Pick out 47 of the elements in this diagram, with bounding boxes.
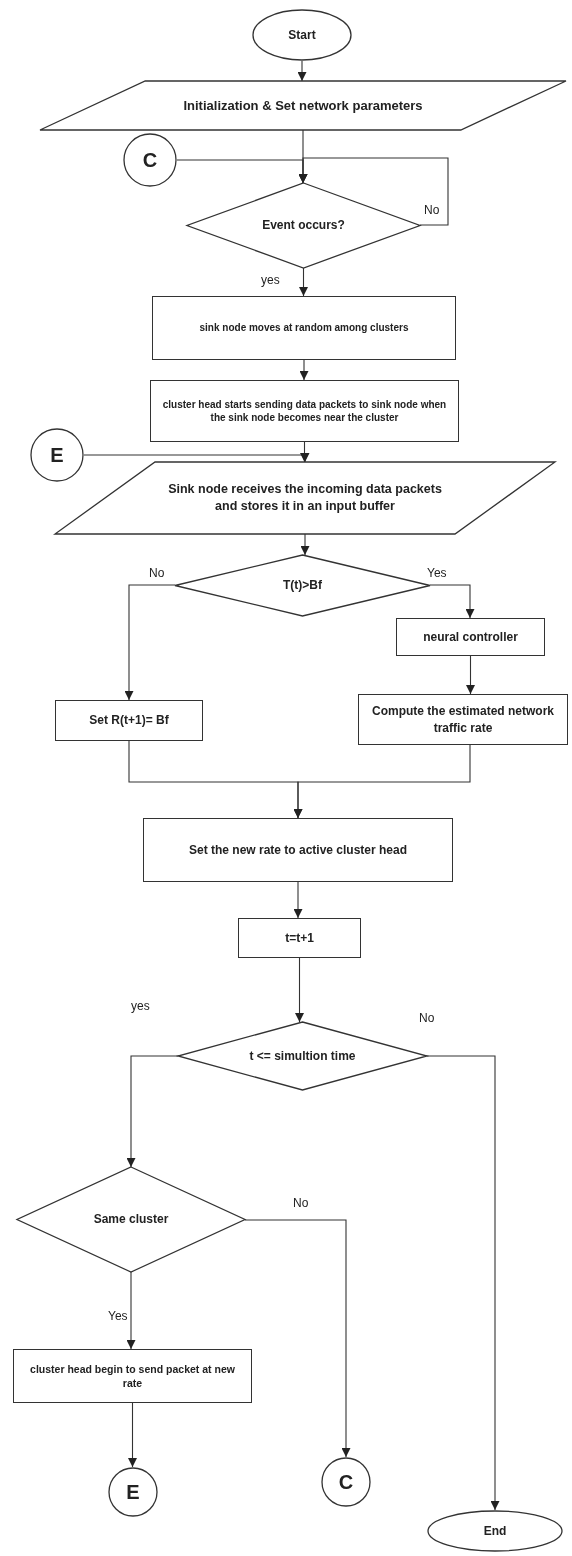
arrow: [124, 584, 176, 701]
arrow: [426, 1055, 500, 1511]
edge-label: yes: [130, 1000, 151, 1014]
arrow: [297, 60, 307, 82]
node-text: C: [142, 147, 158, 173]
node-text: cluster head begin to send packet at new rate: [29, 1361, 236, 1391]
node-text: Initialization & Set network parameters: [183, 96, 423, 115]
process-box: [358, 694, 568, 745]
process-box: [396, 618, 545, 656]
arrow: [299, 359, 309, 381]
node-text: t <= simultion time: [249, 1047, 356, 1065]
arrow: [466, 655, 475, 695]
arrow: [293, 881, 303, 919]
process-box: [55, 700, 203, 741]
edge-label: yes: [260, 274, 281, 288]
arrow: [298, 157, 449, 226]
process-box: [150, 380, 459, 442]
node-text: End: [483, 1522, 507, 1540]
arrow: [295, 957, 304, 1023]
node-text: E: [126, 1479, 140, 1505]
node-text: C: [338, 1469, 354, 1495]
arrow: [126, 1271, 136, 1350]
node-text: cluster head starts sending data packets to sink node when the sink node becomes near the cluster: [161, 397, 448, 425]
arrow: [126, 1055, 179, 1168]
process-box: [13, 1349, 252, 1403]
arrow: [244, 1219, 351, 1458]
process-box: [152, 296, 456, 360]
arrow: [300, 533, 310, 556]
node-text: neural controller: [423, 628, 518, 646]
node-text: Start: [288, 26, 316, 44]
arrow: [83, 453, 310, 463]
node-text: Sink node receives the incoming data packets and stores it in an input buffer: [167, 481, 443, 515]
node-text: T(t)>Bf: [283, 577, 322, 594]
arrow: [293, 744, 471, 819]
node-text: E: [50, 442, 64, 468]
node-text: Set R(t+1)= Bf: [89, 712, 169, 729]
arrow: [429, 584, 475, 619]
process-box: [238, 918, 361, 958]
node-text: Event occurs?: [262, 217, 345, 234]
node-text: Compute the estimated network traffic rate: [371, 703, 555, 736]
node-text: Same cluster: [93, 1211, 169, 1228]
arrow: [299, 267, 308, 297]
node-text: t=t+1: [285, 929, 314, 947]
node-text: Set the new rate to active cluster head: [188, 841, 408, 859]
node-text: sink node moves at random among clusters: [199, 321, 409, 335]
arrow: [128, 1402, 137, 1468]
process-box: [143, 818, 453, 882]
